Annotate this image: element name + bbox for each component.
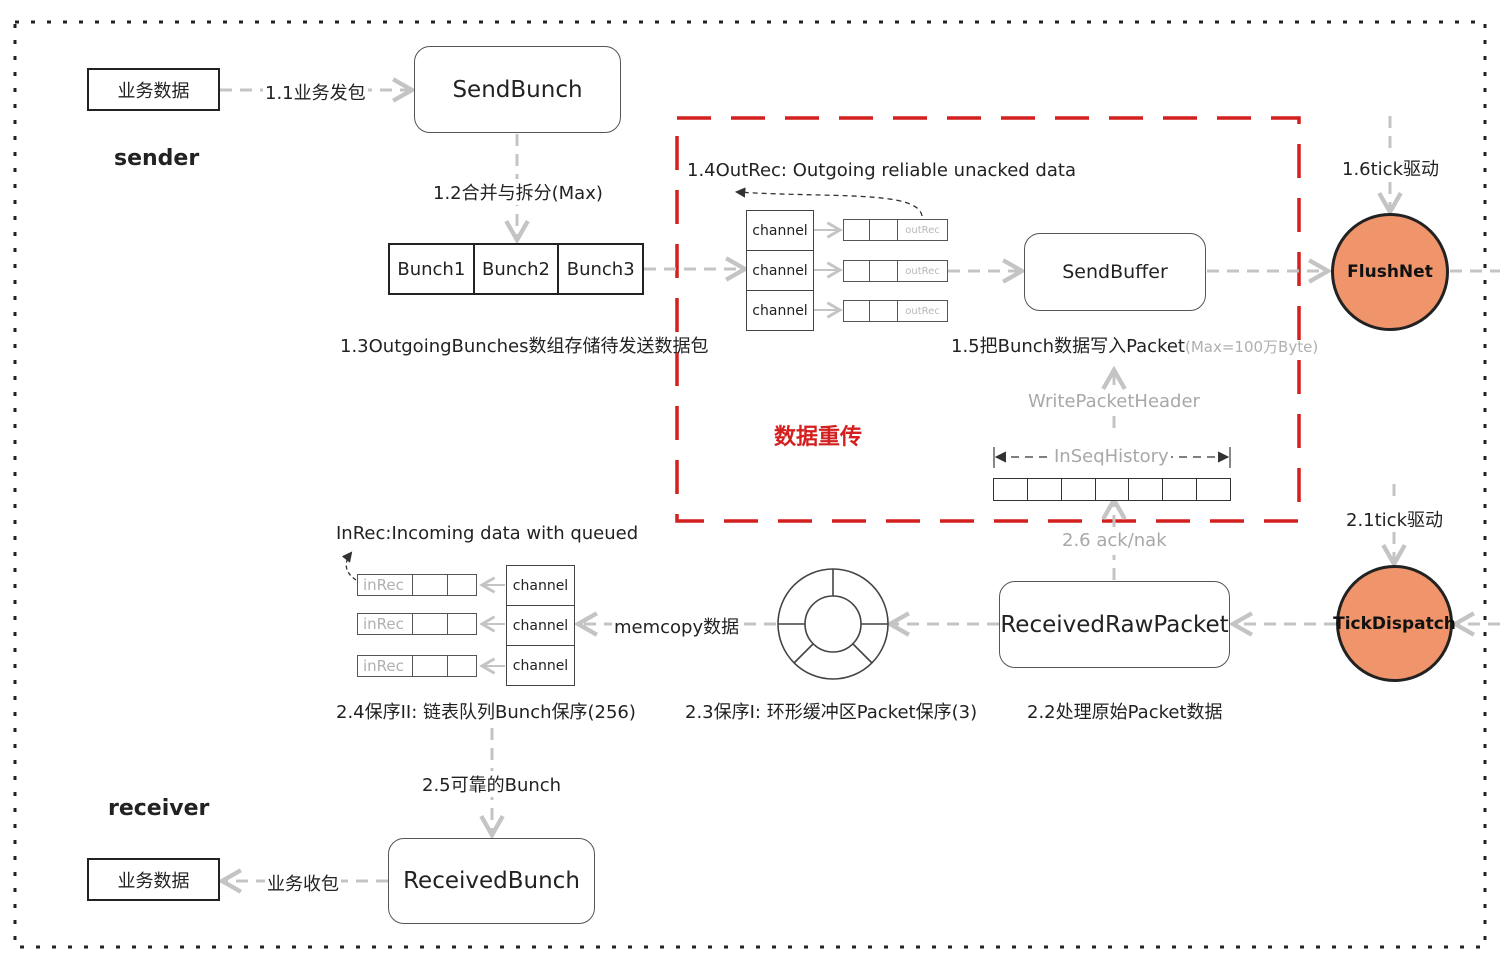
bunch-cell-3[interactable]: Bunch3: [566, 258, 635, 280]
out-channel-1[interactable]: channel: [746, 210, 814, 251]
flushnet-label: FlushNet: [1347, 262, 1433, 282]
receiver-biz-data-box: 业务数据: [87, 858, 220, 901]
inseq-history-label: InSeqHistory: [1052, 446, 1171, 467]
send-buffer-node[interactable]: SendBuffer: [1024, 233, 1206, 311]
raw-caption: 2.2处理原始Packet数据: [1027, 702, 1223, 723]
inrec-row-2: inRec: [357, 613, 477, 635]
flushnet-node[interactable]: FlushNet: [1331, 213, 1449, 331]
outrec-cell-3: outRec: [897, 300, 948, 322]
outrec-cell-1: outRec: [897, 219, 948, 241]
memcopy-label: memcopy数据: [612, 613, 742, 639]
write-caption-main: 1.5把Bunch数据写入Packet: [951, 336, 1185, 357]
edge-label-recv: 业务收包: [265, 870, 341, 896]
bunch-cell-1[interactable]: Bunch1: [390, 245, 475, 293]
sender-role-label: sender: [114, 146, 200, 171]
inrec-cell-2: inRec: [357, 613, 413, 635]
sender-biz-data-label: 业务数据: [117, 80, 190, 102]
inrec-cell-3: inRec: [357, 655, 413, 677]
flush-tick-label: 1.6tick驱动: [1342, 155, 1440, 181]
in-channel-1[interactable]: channel: [506, 565, 575, 606]
write-header-label: WritePacketHeader: [1028, 391, 1200, 412]
received-raw-packet-node[interactable]: ReceivedRawPacket: [999, 581, 1230, 668]
received-bunch-node[interactable]: ReceivedBunch: [388, 838, 595, 924]
ack-nak-label: 2.6 ack/nak: [1062, 530, 1167, 551]
inrec-row-3: inRec: [357, 655, 477, 677]
inrec-cell-1: inRec: [357, 574, 413, 596]
inrec-row-1: inRec: [357, 574, 477, 596]
tickdispatch-label: TickDispatch: [1333, 613, 1456, 634]
inrec-caption: InRec:Incoming data with queued: [336, 523, 639, 544]
dispatch-tick-label: 2.1tick驱动: [1346, 506, 1444, 532]
outrec-row-2: outRec: [843, 260, 948, 282]
send-buffer-label: SendBuffer: [1062, 261, 1168, 283]
ring-caption: 2.3保序I: 环形缓冲区Packet保序(3): [685, 702, 978, 723]
receiver-biz-data-label: 业务数据: [117, 870, 190, 892]
inseq-history-array: [993, 478, 1231, 501]
edge-label-send: 1.1业务发包: [263, 79, 368, 105]
tickdispatch-node[interactable]: TickDispatch: [1333, 565, 1456, 682]
bunch-cell-2[interactable]: Bunch2: [475, 245, 560, 293]
receiver-role-label: receiver: [108, 796, 210, 821]
outrec-cell-2: outRec: [897, 260, 948, 282]
sender-biz-data-box: 业务数据: [87, 68, 220, 111]
linked-caption: 2.4保序II: 链表队列Bunch保序(256): [336, 702, 636, 723]
ring-buffer: [777, 568, 889, 680]
outrec-row-3: outRec: [843, 300, 948, 322]
in-channel-3[interactable]: channel: [506, 645, 575, 686]
inrec-curve-arrow: [341, 551, 357, 581]
edge-label-merge: 1.2合并与拆分(Max): [431, 179, 605, 205]
outgoing-bunches-array: Bunch1 Bunch2 Bunch3: [388, 243, 644, 295]
retransmit-title: 数据重传: [774, 425, 863, 450]
outrec-row-1: outRec: [843, 219, 948, 241]
out-channel-3[interactable]: channel: [746, 290, 814, 331]
reliable-bunch-label: 2.5可靠的Bunch: [420, 771, 564, 797]
received-bunch-label: ReceivedBunch: [403, 868, 580, 894]
outrec-curve-arrow: [734, 187, 923, 217]
out-channel-2[interactable]: channel: [746, 250, 814, 291]
write-caption-note: (Max=100万Byte): [1184, 338, 1319, 356]
retransmit-region: [675, 116, 1301, 523]
write-caption: 1.5把Bunch数据写入Packet(Max=100万Byte): [951, 332, 1318, 358]
outgoing-caption: 1.3OutgoingBunches数组存储待发送数据包: [340, 336, 709, 357]
send-bunch-label: SendBunch: [452, 76, 583, 103]
outrec-caption: 1.4OutRec: Outgoing reliable unacked dat…: [687, 160, 1076, 181]
received-raw-packet-label: ReceivedRawPacket: [1000, 611, 1229, 638]
in-channel-2[interactable]: channel: [506, 605, 575, 646]
send-bunch-node[interactable]: SendBunch: [414, 46, 621, 133]
